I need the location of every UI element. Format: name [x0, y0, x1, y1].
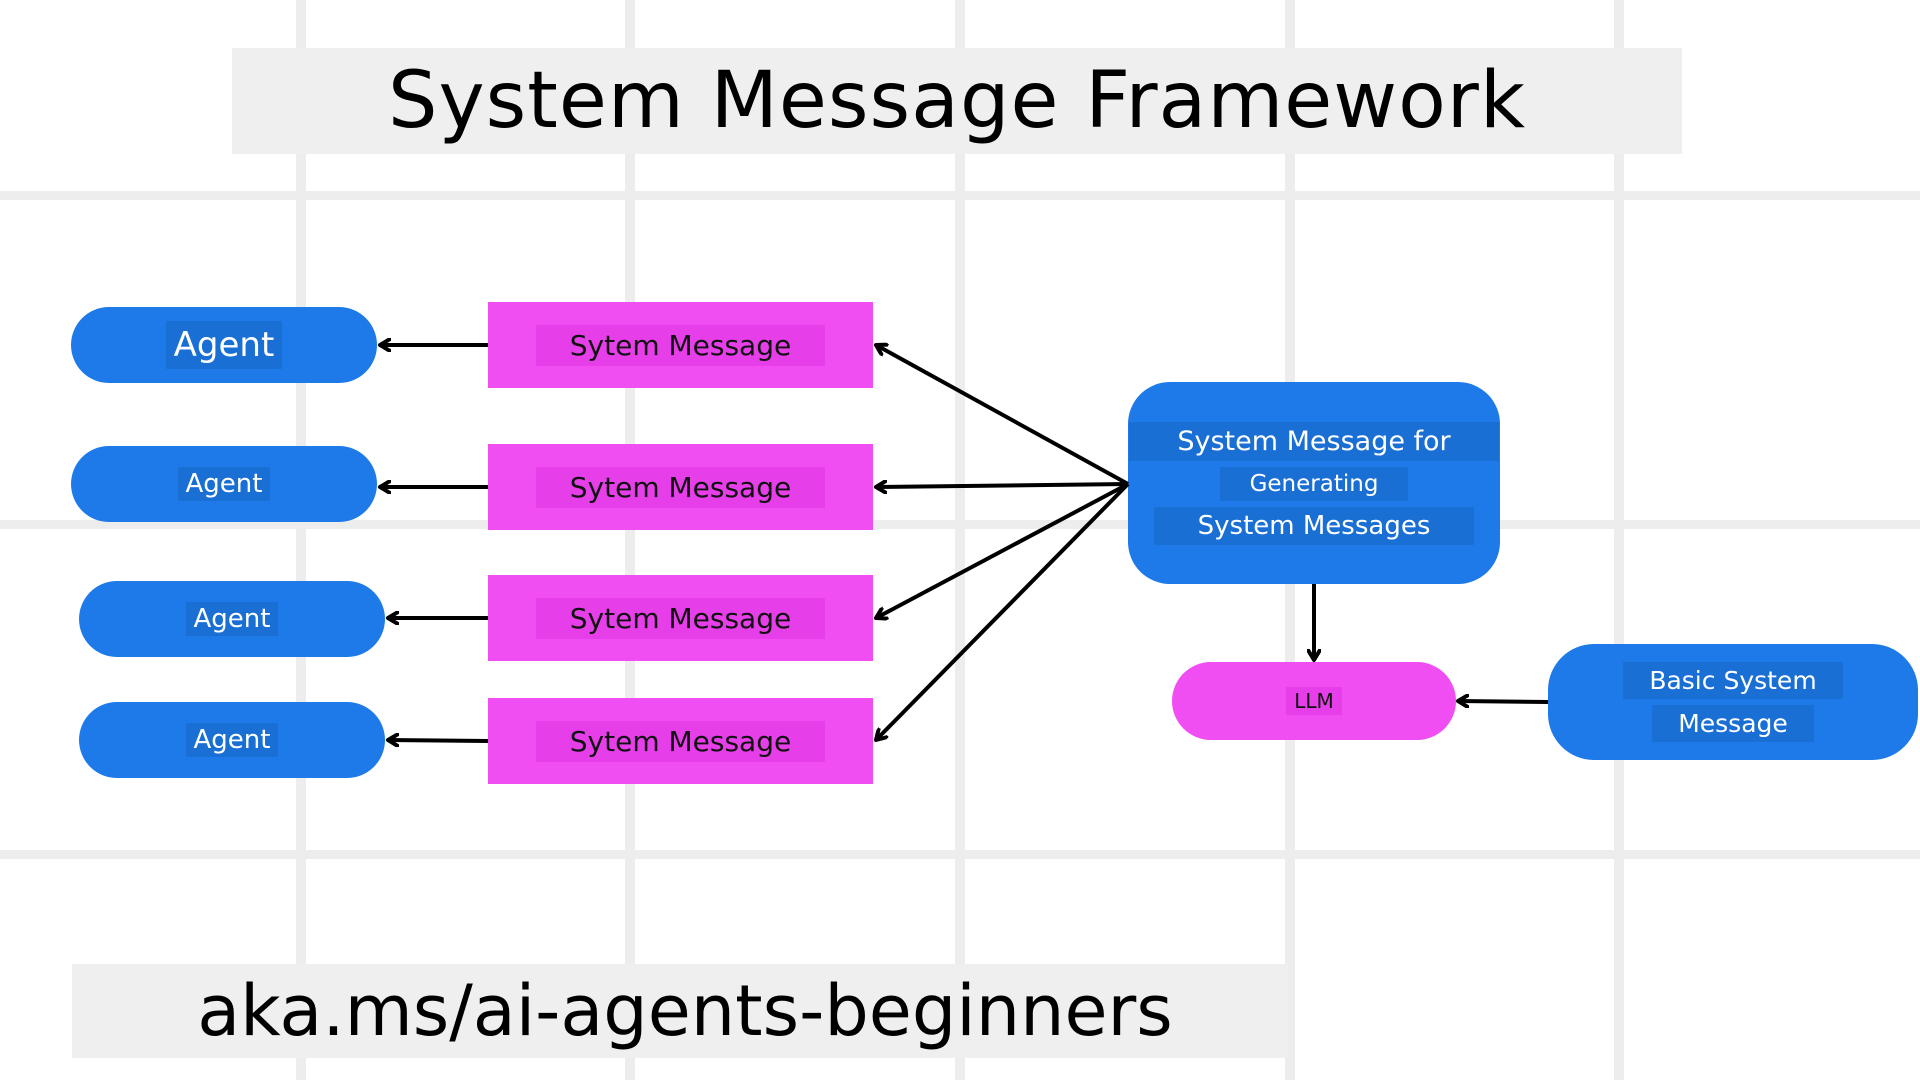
grid-line	[0, 850, 1920, 859]
system-message-node-3: Sytem Message	[488, 575, 873, 661]
system-message-node-1: Sytem Message	[488, 302, 873, 388]
diagram-title: System Message Framework	[387, 56, 1527, 146]
title-banner: System Message Framework	[232, 48, 1682, 154]
grid-line	[955, 0, 965, 1080]
agent-label: Agent	[185, 602, 279, 636]
grid-line	[296, 0, 306, 1080]
agent-label: Agent	[177, 467, 271, 501]
basic-label-line1: Basic System	[1623, 662, 1843, 699]
agent-node-1: Agent	[71, 307, 377, 383]
basic-label-line2: Message	[1652, 705, 1814, 742]
grid-line	[0, 191, 1920, 200]
arrow-gen-to-sm3	[876, 482, 1129, 618]
llm-label: LLM	[1286, 687, 1342, 715]
system-message-generator-node: System Message for Generating System Mes…	[1128, 382, 1500, 584]
generator-label-line3: System Messages	[1153, 506, 1475, 545]
agent-node-4: Agent	[79, 702, 385, 778]
basic-system-message-node: Basic System Message	[1548, 644, 1918, 760]
system-message-label: Sytem Message	[535, 720, 826, 762]
system-message-node-4: Sytem Message	[488, 698, 873, 784]
agent-label: Agent	[165, 321, 283, 369]
generator-label-line1: System Message for	[1129, 421, 1499, 461]
system-message-node-2: Sytem Message	[488, 444, 873, 530]
grid-line	[1614, 0, 1624, 1080]
generator-label-line2: Generating	[1219, 466, 1409, 501]
grid-line	[0, 520, 1920, 529]
agent-label: Agent	[185, 723, 279, 757]
grid-line	[625, 0, 635, 1080]
system-message-label: Sytem Message	[535, 597, 826, 639]
footer-banner: aka.ms/ai-agents-beginners	[72, 964, 1288, 1058]
agent-node-3: Agent	[79, 581, 385, 657]
arrow-basic-to-llm	[1458, 701, 1549, 702]
llm-node: LLM	[1172, 662, 1456, 740]
system-message-label: Sytem Message	[535, 324, 826, 366]
system-message-label: Sytem Message	[535, 466, 826, 508]
arrow-gen-to-sm4	[876, 482, 1130, 740]
arrow-gen-to-sm1	[876, 345, 1129, 486]
arrow-gen-to-sm2	[876, 484, 1129, 487]
agent-node-2: Agent	[71, 446, 377, 522]
footer-link-text: aka.ms/ai-agents-beginners	[197, 970, 1173, 1052]
arrow-sm4-to-agent4	[388, 740, 489, 741]
